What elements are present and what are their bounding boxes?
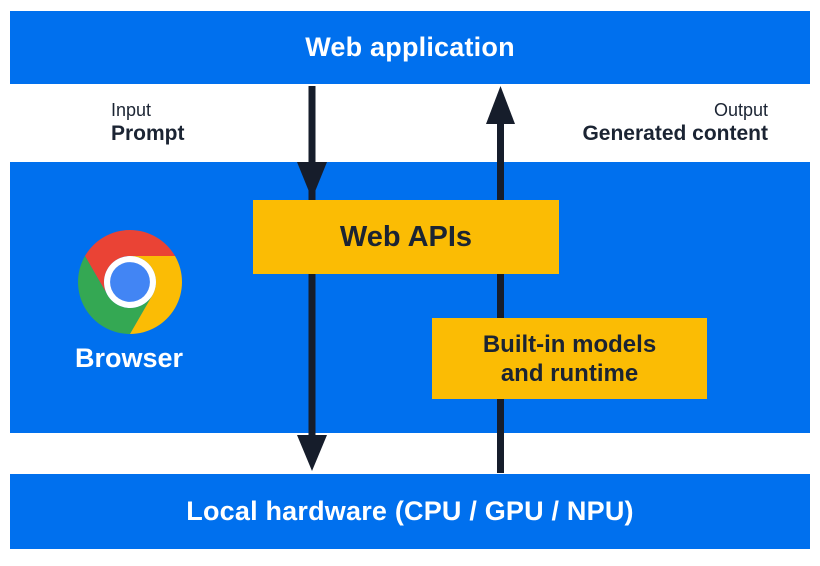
- builtin-models-box: Built-in models and runtime: [432, 318, 707, 399]
- web-apis-box: Web APIs: [253, 200, 559, 274]
- input-caption: Input: [111, 100, 152, 120]
- web-application-label: Web application: [305, 32, 515, 62]
- generated-content-label: Generated content: [582, 122, 768, 145]
- chrome-logo-icon: [78, 230, 182, 334]
- output-label-group: Output Generated content: [582, 99, 768, 146]
- local-hardware-label: Local hardware (CPU / GPU / NPU): [186, 496, 634, 526]
- builtin-models-line1: Built-in models: [482, 330, 657, 358]
- builtin-models-line2: and runtime: [500, 359, 639, 387]
- prompt-label: Prompt: [111, 122, 185, 145]
- browser-label: Browser: [74, 343, 184, 373]
- output-caption: Output: [713, 100, 768, 120]
- input-label-group: Input Prompt: [111, 99, 185, 146]
- web-apis-label: Web APIs: [339, 220, 473, 253]
- local-hardware-bar: Local hardware (CPU / GPU / NPU): [10, 474, 810, 549]
- web-application-bar: Web application: [10, 11, 810, 84]
